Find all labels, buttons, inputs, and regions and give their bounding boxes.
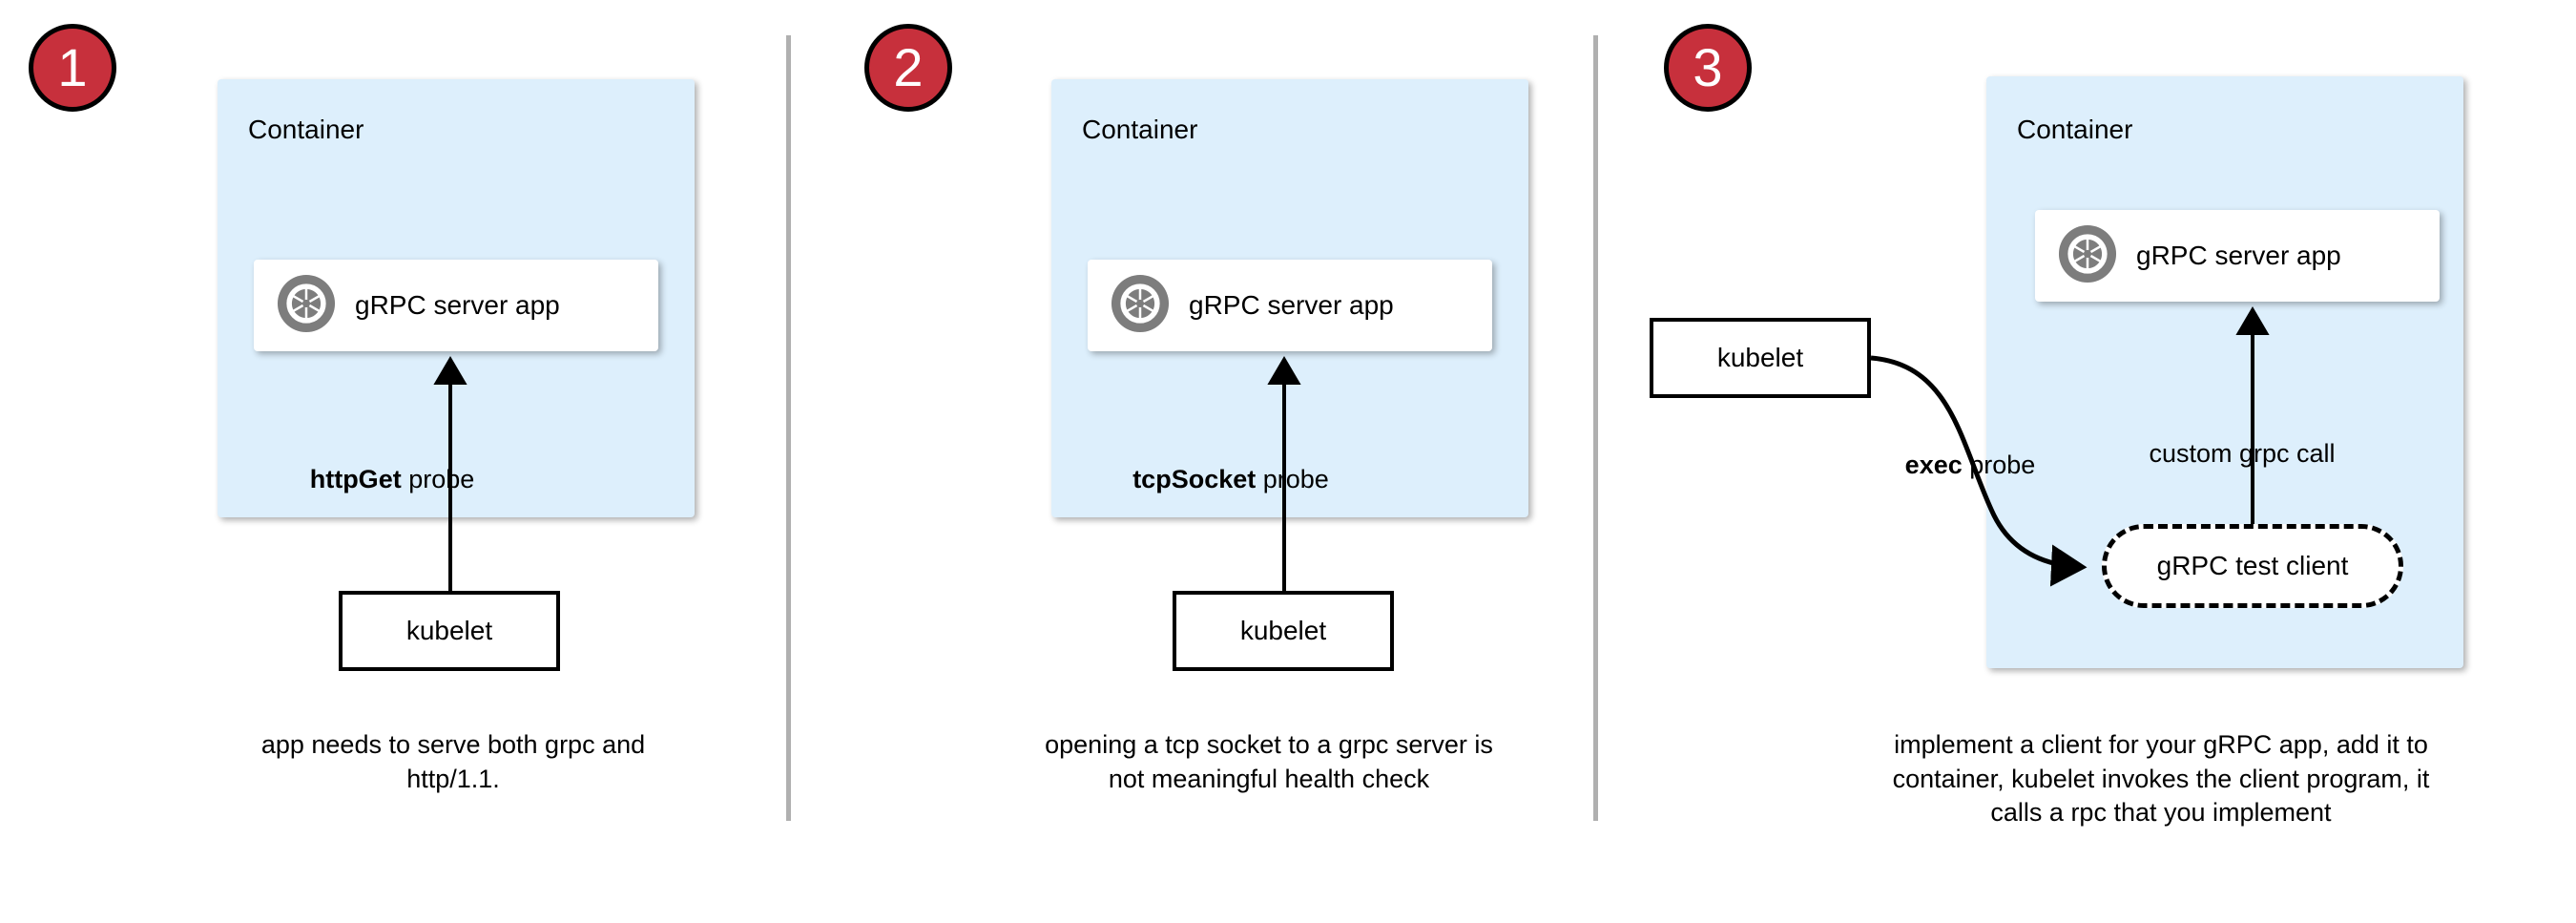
exec-probe-label-suffix: probe (1962, 451, 2036, 479)
step-badge-3-number: 3 (1693, 37, 1723, 97)
kubelet-box-1: kubelet (339, 591, 560, 671)
probe-label-1-suffix: probe (401, 465, 475, 493)
step-badge-3: 3 (1664, 24, 1752, 112)
grpc-server-app-card-2: gRPC server app (1088, 260, 1492, 351)
panel-caption-3: implement a client for your gRPC app, ad… (1892, 730, 2430, 828)
panel-caption-1: app needs to serve both grpc and http/1.… (260, 730, 646, 793)
grpc-logo-icon (277, 274, 336, 338)
probe-label-1-keyword: httpGet (309, 465, 402, 493)
kubelet-box-2: kubelet (1173, 591, 1394, 671)
grpc-server-app-card-3: gRPC server app (2035, 210, 2440, 302)
step-badge-2: 2 (864, 24, 952, 112)
grpc-test-client-label: gRPC test client (2156, 551, 2349, 580)
kubelet-label-3: kubelet (1716, 343, 1804, 372)
grpc-server-app-label-1: gRPC server app (355, 290, 560, 320)
step-badge-1-number: 1 (57, 37, 88, 97)
exec-probe-label-keyword: exec (1904, 451, 1963, 479)
probe-label-2-suffix: probe (1256, 465, 1329, 493)
panel-caption-2: opening a tcp socket to a grpc server is… (1045, 730, 1493, 793)
grpc-logo-icon (2058, 224, 2117, 288)
probe-label-2: tcpSocket probe (1073, 465, 1388, 494)
kubelet-label-1: kubelet (405, 616, 493, 645)
grpc-test-client-box: gRPC test client (2102, 524, 2403, 608)
grpc-logo-icon (1111, 274, 1170, 338)
container-label-3: Container (2017, 115, 2133, 144)
kubelet-box-3: kubelet (1650, 318, 1871, 398)
grpc-server-app-card-1: gRPC server app (254, 260, 658, 351)
step-badge-2-number: 2 (893, 37, 924, 97)
grpc-server-app-label-2: gRPC server app (1189, 290, 1394, 320)
panel-divider-1 (786, 35, 791, 821)
custom-grpc-call-label: custom grpc call (2149, 439, 2336, 468)
probe-label-1: httpGet probe (254, 465, 530, 494)
step-badge-1: 1 (29, 24, 116, 112)
container-label-2: Container (1082, 115, 1198, 144)
probe-label-2-keyword: tcpSocket (1132, 465, 1257, 493)
exec-probe-label: exec probe (1846, 451, 2094, 480)
grpc-server-app-label-3: gRPC server app (2136, 241, 2341, 270)
panel-divider-2 (1593, 35, 1598, 821)
container-label-1: Container (248, 115, 364, 144)
kubelet-label-2: kubelet (1239, 616, 1327, 645)
